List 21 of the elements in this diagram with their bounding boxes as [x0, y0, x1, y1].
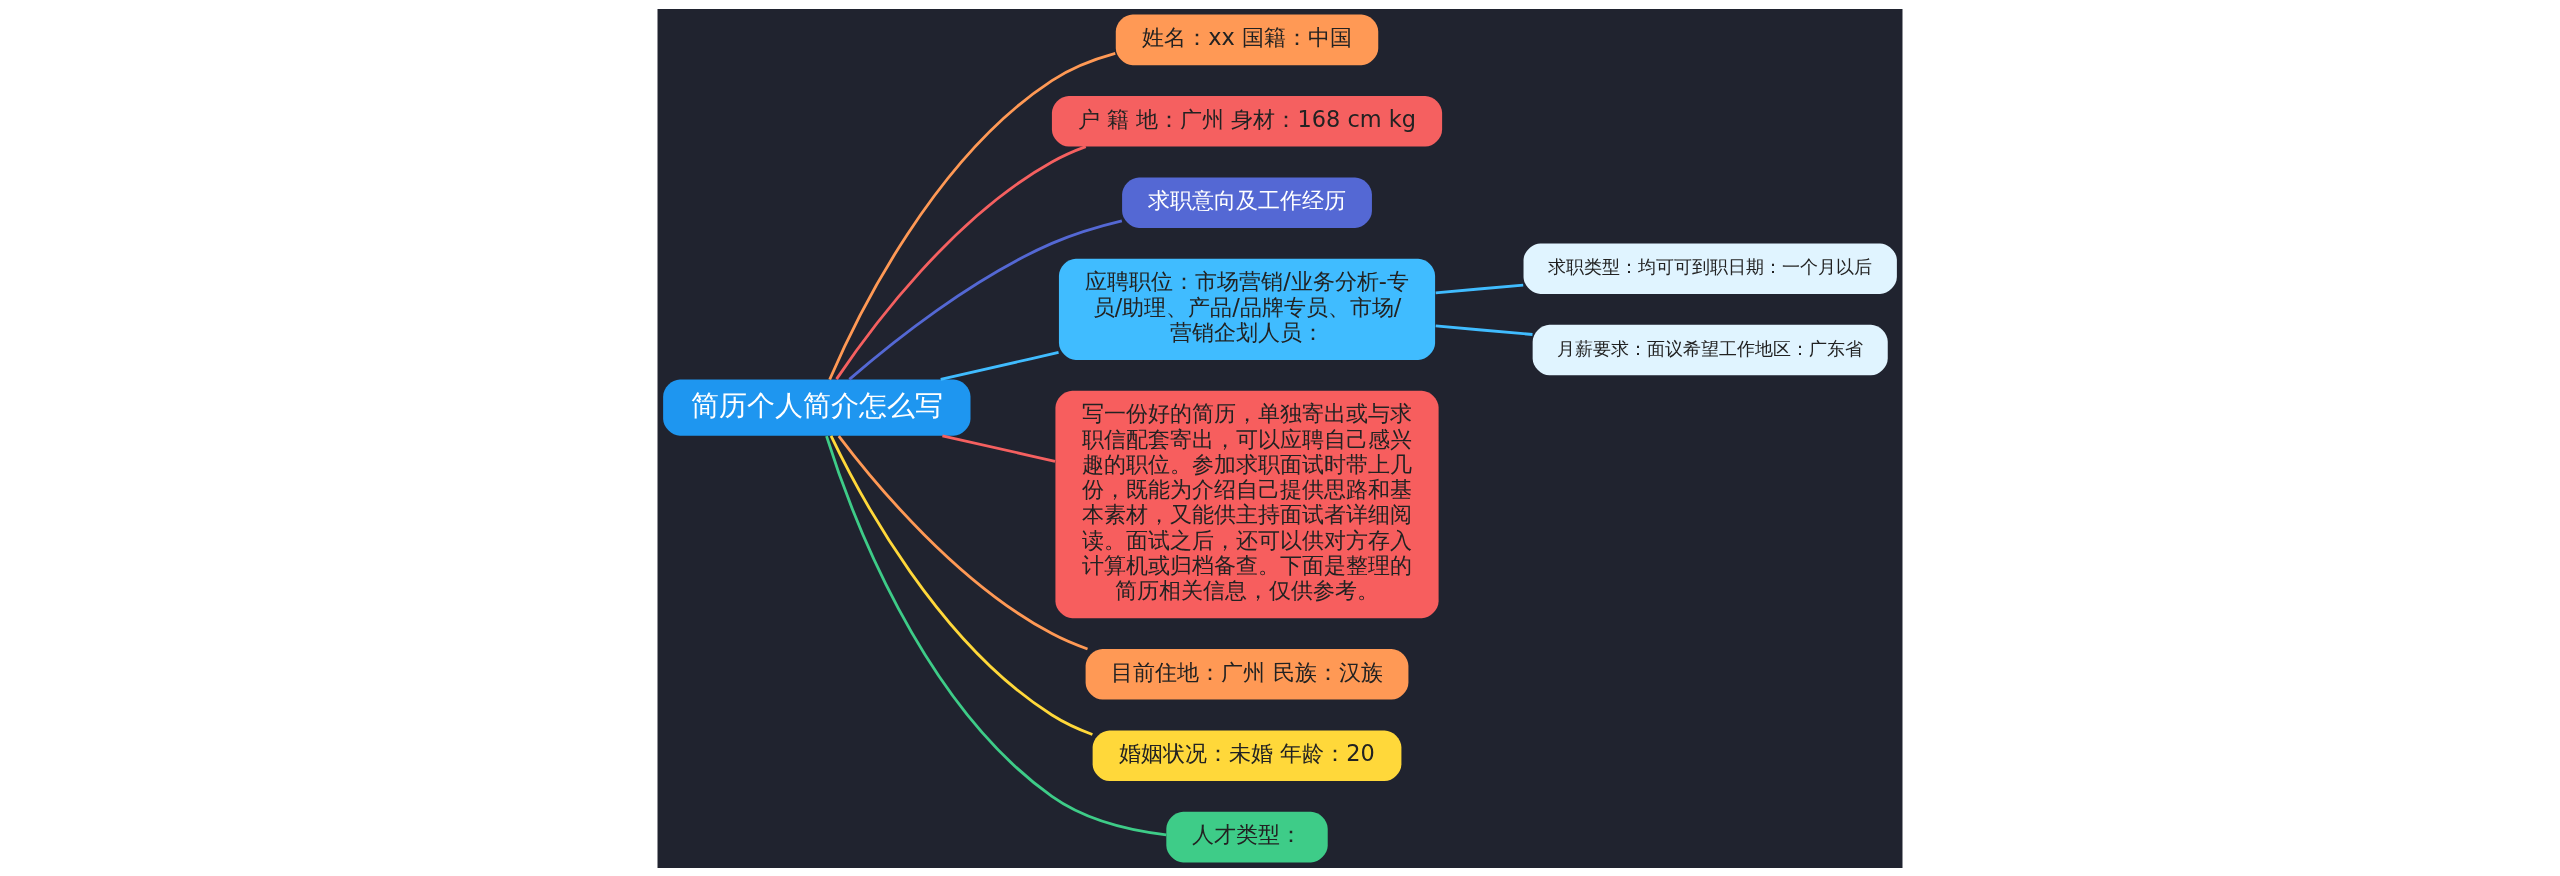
- connector: [848, 219, 1123, 380]
- connector: [829, 434, 1093, 736]
- node-box: 人才类型：: [1166, 811, 1328, 862]
- node-box: 姓名：xx 国籍：中国: [1115, 14, 1379, 65]
- connector: [940, 350, 1059, 381]
- node-box: 求职意向及工作经历: [1122, 176, 1372, 228]
- node-box: 月薪要求：面议希望工作地区：广东省: [1532, 324, 1888, 375]
- node-box: 婚姻状况：未婚 年龄：20: [1092, 729, 1402, 781]
- connector: [837, 434, 1088, 650]
- connector: [1435, 283, 1524, 294]
- node-box: 简历个人简介怎么写: [663, 379, 971, 436]
- connector: [1435, 324, 1533, 336]
- connector: [828, 51, 1116, 380]
- connector: [835, 144, 1087, 380]
- connector: [942, 433, 1056, 463]
- node-box: 目前住地：广州 民族：汉族: [1085, 648, 1409, 700]
- node-box: 户 籍 地：广州 身材：168 cm kg: [1051, 95, 1443, 147]
- node-box: 写一份好的简历，单独寄出或与求职信配套寄出，可以应聘自己感兴趣的职位。参加求职面试时带上几份，既能为介绍自己提供思路和基本素材，又能供主持面试者详细阅读。面试之后，还可以供对方存入计算机或归档备查。下面是整理的简历相关信息，仅供参考。: [1055, 390, 1439, 618]
- node-box: 应聘职位：市场营销/业务分析-专员/助理、产品/品牌专员、市场/营销企划人员：: [1058, 258, 1436, 360]
- connector: [825, 435, 1167, 836]
- node-box: 求职类型：均可可到职日期：一个月以后: [1523, 242, 1897, 294]
